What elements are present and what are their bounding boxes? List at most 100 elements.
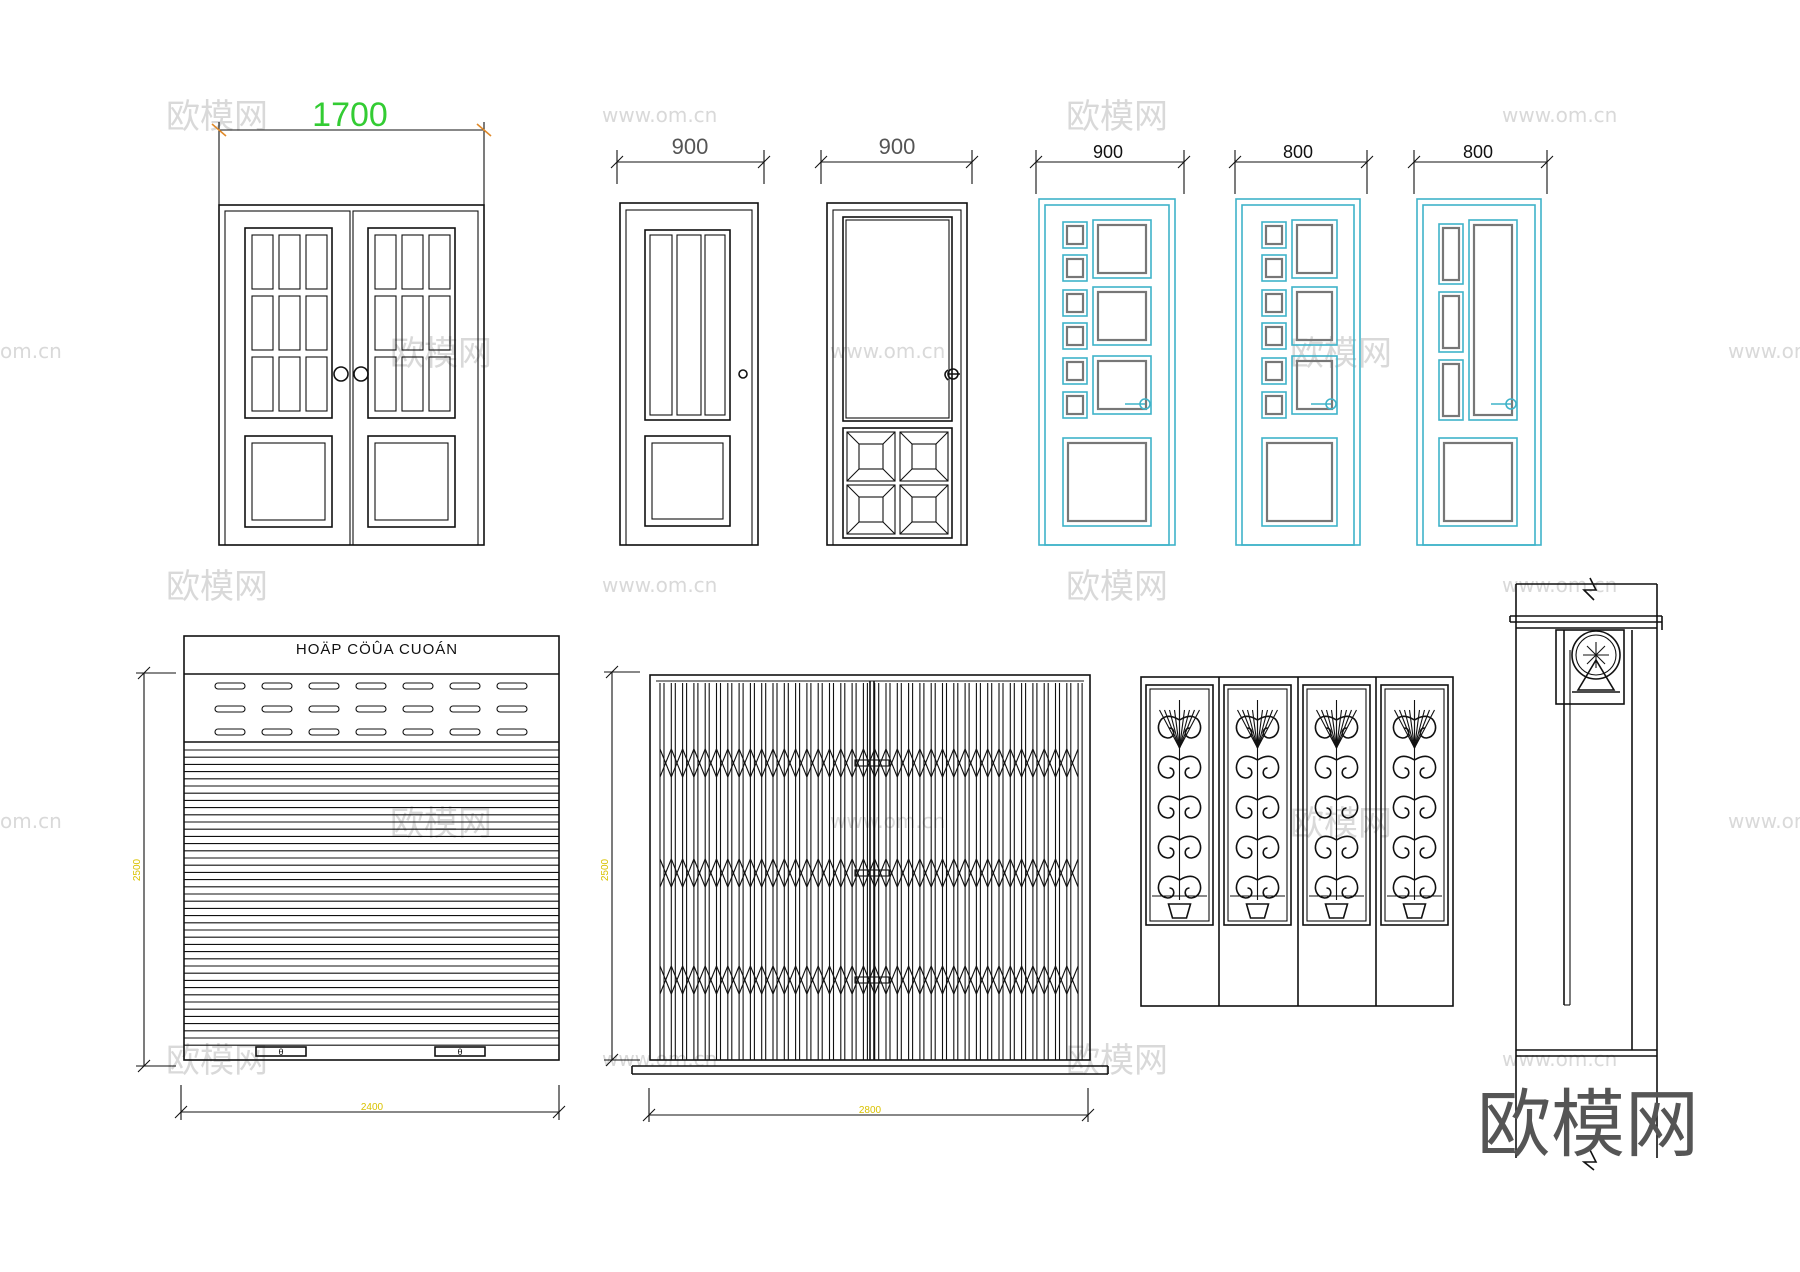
watermark-text: 欧模网 — [390, 804, 492, 844]
grille-cross — [772, 858, 785, 888]
grille-cross — [919, 858, 932, 888]
watermark-text: www.om.cn — [830, 809, 945, 833]
grille-cross — [1043, 748, 1057, 778]
grille-cross — [953, 858, 966, 888]
grille-cross — [874, 748, 887, 778]
ornament-scroll — [1392, 835, 1415, 859]
grille-cross — [908, 965, 921, 995]
ornament-leaf — [1320, 709, 1338, 749]
ornament-leaf — [1335, 709, 1343, 749]
ornament-scroll — [1314, 715, 1337, 739]
grille-cross — [704, 748, 718, 778]
grille-cross — [851, 748, 864, 778]
small-glass-lite-inner — [1264, 394, 1284, 416]
grille-cross — [1009, 965, 1023, 995]
grille-cross — [806, 965, 819, 995]
dimension-900: 900 — [1093, 142, 1123, 162]
lower-panel-inner — [1066, 441, 1148, 523]
glass-lite — [251, 295, 274, 351]
small-glass-lite-inner — [1065, 360, 1085, 382]
ornament-scroll — [1157, 875, 1180, 899]
small-glass-lite-inner — [1065, 394, 1085, 416]
ornament-leaf — [1316, 709, 1337, 749]
grille-cross — [1066, 748, 1079, 778]
ornament-leaf — [1257, 709, 1278, 749]
grille-cross — [1054, 748, 1068, 778]
vent-slot — [449, 682, 481, 690]
ornament-leaf — [1336, 709, 1357, 749]
grille-cross — [693, 858, 706, 888]
grille-cross — [1032, 748, 1045, 778]
dimension-2500: 2500 — [600, 858, 611, 881]
grille-cross — [704, 858, 718, 888]
glass-lite — [305, 234, 328, 290]
ornament-pot-icon — [1324, 903, 1349, 919]
small-glass-lite-inner — [1441, 362, 1461, 418]
small-glass-lite-inner — [1065, 325, 1085, 347]
ornament-scroll — [1336, 755, 1359, 779]
grille-cross — [1032, 858, 1045, 888]
grille-cross — [919, 748, 932, 778]
small-glass-lite-inner — [1264, 360, 1284, 382]
grille-cross — [682, 748, 695, 778]
ornament-scroll — [1392, 715, 1415, 739]
small-glass-lite — [1062, 391, 1088, 419]
grille-cross — [1066, 858, 1079, 888]
ornament-scroll — [1414, 875, 1437, 899]
square-glass-panel — [1291, 286, 1338, 346]
grille-cross — [727, 748, 740, 778]
ornament-scroll — [1179, 875, 1202, 899]
dimension-2500: 2500 — [132, 858, 143, 881]
ornament-leaf — [1325, 709, 1338, 749]
vent-slot — [308, 682, 340, 690]
grille-cross — [987, 965, 1000, 995]
watermark-text: om.cn — [0, 809, 62, 833]
ornament-scroll — [1414, 795, 1437, 819]
grille-cross — [862, 965, 876, 995]
glass-lite — [401, 234, 424, 290]
square-glass-panel — [1092, 355, 1152, 415]
ornament-scroll — [1179, 795, 1202, 819]
ornament-leaf — [1330, 709, 1338, 749]
grille-cross — [998, 965, 1011, 995]
small-glass-lite — [1261, 391, 1287, 419]
dimension-2400: 2400 — [361, 1102, 384, 1113]
shutter-section-detail — [1509, 577, 1663, 1171]
tall-glass-panel — [1468, 219, 1518, 421]
lower-panel — [1438, 437, 1518, 527]
grille-cross — [749, 748, 763, 778]
dimension-900: 900 — [879, 134, 916, 159]
door-knob-icon — [333, 366, 349, 382]
ornament-scroll — [1392, 755, 1415, 779]
grille-cross — [738, 965, 751, 995]
vent-slot — [355, 705, 387, 713]
ornament-leaf — [1335, 709, 1353, 749]
grille-cross — [727, 965, 740, 995]
small-glass-lite-inner — [1264, 224, 1284, 246]
watermark-text: 欧模网 — [390, 334, 492, 374]
vent-slot — [308, 705, 340, 713]
grille-cross — [806, 748, 819, 778]
glass-lite — [374, 295, 397, 351]
watermark-text: 欧模网 — [166, 1041, 268, 1081]
grille-cross — [930, 965, 944, 995]
grille-cross — [975, 748, 989, 778]
glass-lite — [305, 295, 328, 351]
grille-cross — [987, 748, 1000, 778]
square-glass-panel — [1092, 219, 1152, 279]
door-cyan-800-a: 800 — [1228, 142, 1374, 546]
ornament-scroll — [1314, 835, 1337, 859]
grille-cross — [964, 858, 977, 888]
grille-cross — [851, 965, 864, 995]
bevel-line — [846, 521, 860, 535]
ornament-frame-inner — [1149, 688, 1210, 922]
bevel-panel-inner — [858, 496, 884, 523]
grille-cross — [919, 965, 932, 995]
small-glass-lite-inner — [1441, 294, 1461, 350]
vent-slot — [355, 728, 387, 736]
grille-lock — [854, 869, 890, 877]
small-glass-lite — [1062, 221, 1088, 249]
grille-cross — [727, 858, 740, 888]
square-glass-panel — [1291, 355, 1338, 415]
door-lever-icon — [947, 368, 959, 380]
